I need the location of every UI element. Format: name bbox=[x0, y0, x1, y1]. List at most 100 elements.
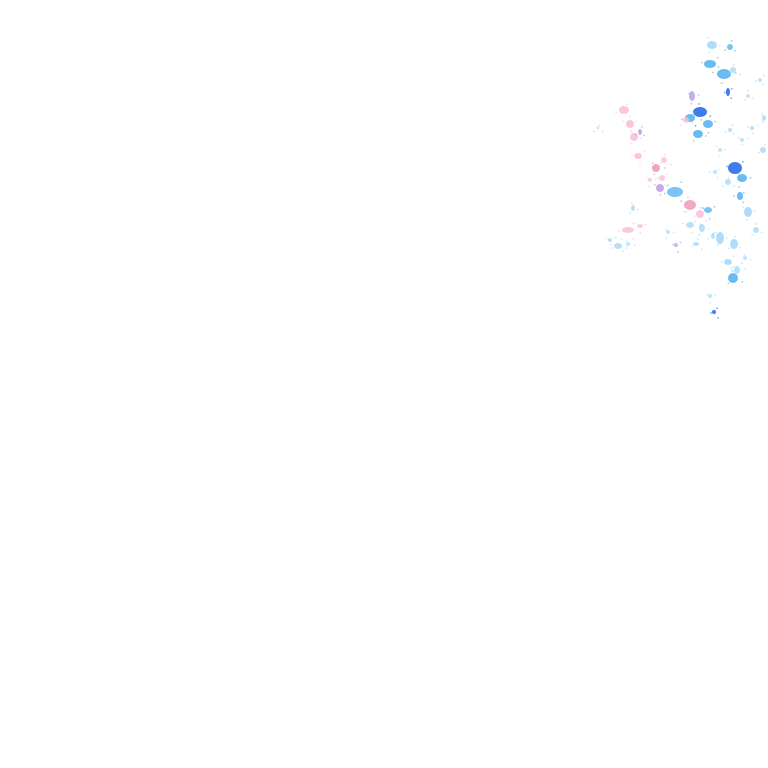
echo-speckle bbox=[634, 244, 636, 246]
echo-speckle bbox=[639, 161, 641, 164]
echo-speckle bbox=[691, 122, 694, 124]
echo-speckle bbox=[704, 135, 707, 137]
echo-speckle bbox=[731, 124, 734, 126]
echo-speckle bbox=[713, 232, 716, 234]
echo-speckle bbox=[724, 49, 727, 51]
echo-blob bbox=[648, 178, 652, 182]
echo-speckle bbox=[679, 241, 682, 244]
echo-speckle bbox=[672, 243, 674, 246]
echo-speckle bbox=[709, 171, 711, 173]
echo-blob bbox=[753, 227, 759, 233]
echo-speckle bbox=[648, 185, 650, 188]
echo-blob bbox=[728, 128, 732, 132]
echo-blob bbox=[638, 129, 642, 135]
echo-speckle bbox=[725, 131, 727, 133]
echo-blob bbox=[727, 44, 733, 50]
echo-speckle bbox=[670, 163, 672, 166]
echo-speckle bbox=[708, 218, 711, 220]
echo-speckle bbox=[708, 51, 710, 54]
echo-speckle bbox=[610, 244, 612, 246]
echo-speckle bbox=[743, 268, 746, 270]
echo-speckle bbox=[751, 97, 754, 100]
echo-speckle bbox=[702, 207, 705, 210]
echo-speckle bbox=[709, 115, 712, 117]
echo-speckle bbox=[709, 302, 712, 304]
echo-speckle bbox=[618, 230, 620, 232]
echo-speckle bbox=[732, 255, 735, 258]
echo-speckle bbox=[758, 151, 760, 154]
echo-speckle bbox=[730, 97, 733, 99]
echo-speckle bbox=[742, 160, 744, 163]
echo-speckle bbox=[677, 250, 679, 253]
echo-speckle bbox=[673, 231, 675, 234]
echo-speckle bbox=[716, 176, 719, 179]
echo-speckle bbox=[734, 236, 736, 238]
echo-blob bbox=[666, 230, 670, 234]
echo-speckle bbox=[715, 145, 718, 148]
echo-speckle bbox=[714, 293, 717, 296]
echo-blob bbox=[737, 174, 747, 182]
echo-speckle bbox=[632, 237, 635, 240]
echo-speckle bbox=[720, 82, 723, 84]
echo-speckle bbox=[746, 218, 748, 221]
echo-speckle bbox=[726, 237, 728, 239]
echo-speckle bbox=[659, 194, 662, 196]
echo-blob bbox=[712, 310, 716, 314]
echo-speckle bbox=[742, 206, 744, 209]
echo-speckle bbox=[716, 56, 719, 59]
echo-blob bbox=[758, 78, 762, 82]
echo-speckle bbox=[664, 167, 666, 169]
echo-speckle bbox=[598, 124, 600, 127]
echo-speckle bbox=[749, 176, 752, 179]
echo-speckle bbox=[707, 37, 710, 39]
echo-speckle bbox=[701, 248, 703, 251]
echo-speckle bbox=[713, 206, 716, 208]
echo-speckle bbox=[753, 210, 756, 212]
echo-speckle bbox=[630, 131, 633, 133]
echo-speckle bbox=[641, 126, 643, 128]
echo-speckle bbox=[692, 140, 695, 142]
echo-blob bbox=[708, 294, 712, 298]
echo-speckle bbox=[693, 111, 695, 114]
echo-blob bbox=[724, 259, 732, 265]
echo-blob bbox=[696, 210, 704, 218]
echo-blob bbox=[718, 148, 722, 152]
echo-speckle bbox=[680, 181, 682, 183]
echo-speckle bbox=[727, 177, 730, 179]
echo-speckle bbox=[601, 130, 604, 132]
echo-speckle bbox=[684, 211, 687, 213]
echo-blob bbox=[674, 243, 678, 247]
echo-speckle bbox=[626, 103, 628, 105]
echo-blob bbox=[659, 175, 665, 181]
echo-speckle bbox=[657, 177, 659, 179]
echo-speckle bbox=[707, 132, 710, 134]
echo-speckle bbox=[659, 162, 662, 164]
echo-speckle bbox=[707, 238, 709, 240]
echo-speckle bbox=[721, 261, 723, 263]
echo-blob bbox=[686, 222, 694, 228]
echo-speckle bbox=[752, 132, 754, 134]
echo-blob bbox=[684, 200, 696, 210]
echo-speckle bbox=[664, 192, 666, 195]
echo-blob bbox=[637, 224, 643, 228]
echo-speckle bbox=[694, 125, 697, 128]
echo-speckle bbox=[699, 223, 702, 226]
echo-speckle bbox=[629, 211, 632, 214]
echo-blob bbox=[704, 60, 716, 68]
echo-blob bbox=[631, 205, 635, 211]
echo-speckle bbox=[747, 126, 749, 128]
echo-blob bbox=[717, 69, 731, 79]
echo-blob bbox=[713, 170, 717, 174]
echo-speckle bbox=[755, 80, 757, 82]
echo-speckle bbox=[622, 120, 625, 123]
echo-speckle bbox=[710, 312, 712, 314]
echo-speckle bbox=[620, 238, 623, 241]
echo-speckle bbox=[741, 262, 743, 265]
echo-blob bbox=[711, 233, 715, 239]
echo-speckle bbox=[743, 254, 746, 256]
echo-blob bbox=[683, 117, 689, 123]
echo-speckle bbox=[730, 87, 733, 90]
echo-blob bbox=[740, 138, 744, 142]
echo-blob bbox=[716, 232, 724, 244]
echo-blob bbox=[704, 207, 712, 213]
